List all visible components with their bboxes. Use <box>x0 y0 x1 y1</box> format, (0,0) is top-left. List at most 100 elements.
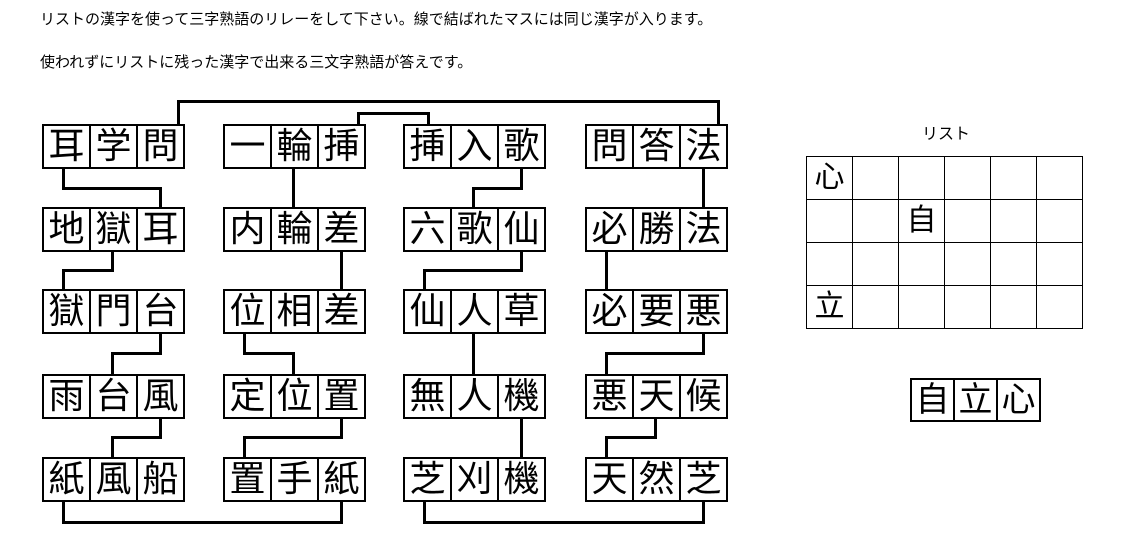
kanji-cell[interactable]: 一 <box>225 126 272 167</box>
connector-line <box>62 521 343 524</box>
kanji-cell[interactable]: 挿 <box>405 126 452 167</box>
kanji-cell[interactable]: 紙 <box>44 459 91 500</box>
connector-line <box>605 436 657 439</box>
list-cell[interactable] <box>945 243 991 286</box>
kanji-cell[interactable]: 草 <box>499 291 544 332</box>
kanji-cell[interactable]: 門 <box>91 291 138 332</box>
list-cell[interactable] <box>853 243 899 286</box>
list-cell[interactable] <box>853 200 899 243</box>
kanji-cell[interactable]: 問 <box>138 126 183 167</box>
kanji-cell[interactable]: 台 <box>91 376 138 417</box>
kanji-cell[interactable]: 紙 <box>319 459 364 500</box>
kanji-cell[interactable]: 差 <box>319 291 364 332</box>
kanji-cell[interactable]: 歌 <box>499 126 544 167</box>
list-cell[interactable]: 立 <box>807 286 853 329</box>
kanji-cell[interactable]: 答 <box>634 126 681 167</box>
list-cell[interactable] <box>945 157 991 200</box>
list-cell[interactable] <box>991 200 1037 243</box>
kanji-cell[interactable]: 差 <box>319 209 364 250</box>
kanji-cell[interactable]: 台 <box>138 291 183 332</box>
kanji-cell[interactable]: 必 <box>587 291 634 332</box>
word-row: 天 然 芝 <box>585 457 728 502</box>
kanji-cell[interactable]: 機 <box>499 376 544 417</box>
kanji-cell[interactable]: 人 <box>452 291 499 332</box>
list-cell[interactable] <box>945 200 991 243</box>
kanji-cell[interactable]: 無 <box>405 376 452 417</box>
connector-line <box>472 187 523 190</box>
kanji-cell[interactable]: 天 <box>634 376 681 417</box>
list-cell[interactable] <box>1037 200 1083 243</box>
list-cell[interactable] <box>1037 243 1083 286</box>
kanji-cell[interactable]: 挿 <box>319 126 364 167</box>
kanji-cell[interactable]: 仙 <box>499 209 544 250</box>
list-cell[interactable] <box>991 286 1037 329</box>
kanji-cell[interactable]: 獄 <box>91 209 138 250</box>
kanji-cell[interactable]: 芝 <box>405 459 452 500</box>
kanji-cell[interactable]: 勝 <box>634 209 681 250</box>
list-cell[interactable] <box>899 243 945 286</box>
connector-line <box>62 501 65 523</box>
kanji-cell[interactable]: 耳 <box>138 209 183 250</box>
list-cell[interactable] <box>853 286 899 329</box>
kanji-cell[interactable]: 位 <box>272 376 319 417</box>
word-row: 一 輪 挿 <box>223 124 366 169</box>
kanji-cell[interactable]: 法 <box>681 209 726 250</box>
kanji-cell[interactable]: 人 <box>452 376 499 417</box>
list-cell[interactable] <box>945 286 991 329</box>
list-cell[interactable] <box>991 157 1037 200</box>
answer-cell[interactable]: 自 <box>912 380 955 420</box>
kanji-cell[interactable]: 風 <box>138 376 183 417</box>
list-cell[interactable] <box>807 200 853 243</box>
kanji-cell[interactable]: 悪 <box>587 376 634 417</box>
connector-line <box>423 269 426 290</box>
connector-line <box>472 333 475 375</box>
list-cell[interactable] <box>1037 286 1083 329</box>
kanji-cell[interactable]: 置 <box>225 459 272 500</box>
list-cell[interactable] <box>853 157 899 200</box>
kanji-cell[interactable]: 定 <box>225 376 272 417</box>
kanji-cell[interactable]: 必 <box>587 209 634 250</box>
list-row: 立 <box>807 286 1083 329</box>
kanji-cell[interactable]: 地 <box>44 209 91 250</box>
kanji-cell[interactable]: 耳 <box>44 126 91 167</box>
kanji-cell[interactable]: 位 <box>225 291 272 332</box>
list-cell[interactable]: 心 <box>807 157 853 200</box>
kanji-cell[interactable]: 手 <box>272 459 319 500</box>
kanji-cell[interactable]: 然 <box>634 459 681 500</box>
kanji-cell[interactable]: 機 <box>499 459 544 500</box>
kanji-cell[interactable]: 入 <box>452 126 499 167</box>
kanji-cell[interactable]: 輪 <box>272 126 319 167</box>
connector-line <box>423 501 426 523</box>
kanji-cell[interactable]: 天 <box>587 459 634 500</box>
kanji-cell[interactable]: 問 <box>587 126 634 167</box>
kanji-cell[interactable]: 六 <box>405 209 452 250</box>
kanji-cell[interactable]: 法 <box>681 126 726 167</box>
kanji-cell[interactable]: 学 <box>91 126 138 167</box>
kanji-cell[interactable]: 雨 <box>44 376 91 417</box>
instruction-line-1: リストの漢字を使って三字熟語のリレーをして下さい。線で結ばれたマスには同じ漢字が… <box>40 11 713 28</box>
kanji-cell[interactable]: 仙 <box>405 291 452 332</box>
list-cell[interactable] <box>899 157 945 200</box>
connector-line <box>520 168 523 189</box>
answer-cell[interactable]: 立 <box>955 380 998 420</box>
kanji-cell[interactable]: 獄 <box>44 291 91 332</box>
kanji-cell[interactable]: 内 <box>225 209 272 250</box>
kanji-cell[interactable]: 置 <box>319 376 364 417</box>
list-cell[interactable] <box>807 243 853 286</box>
kanji-cell[interactable]: 船 <box>138 459 183 500</box>
kanji-cell[interactable]: 芝 <box>681 459 726 500</box>
list-cell[interactable] <box>1037 157 1083 200</box>
list-cell[interactable]: 自 <box>899 200 945 243</box>
kanji-cell[interactable]: 候 <box>681 376 726 417</box>
kanji-cell[interactable]: 刈 <box>452 459 499 500</box>
list-cell[interactable] <box>991 243 1037 286</box>
kanji-cell[interactable]: 要 <box>634 291 681 332</box>
connector-line <box>111 436 162 439</box>
answer-cell[interactable]: 心 <box>998 380 1039 420</box>
kanji-cell[interactable]: 歌 <box>452 209 499 250</box>
kanji-cell[interactable]: 風 <box>91 459 138 500</box>
kanji-cell[interactable]: 輪 <box>272 209 319 250</box>
kanji-cell[interactable]: 悪 <box>681 291 726 332</box>
list-cell[interactable] <box>899 286 945 329</box>
kanji-cell[interactable]: 相 <box>272 291 319 332</box>
